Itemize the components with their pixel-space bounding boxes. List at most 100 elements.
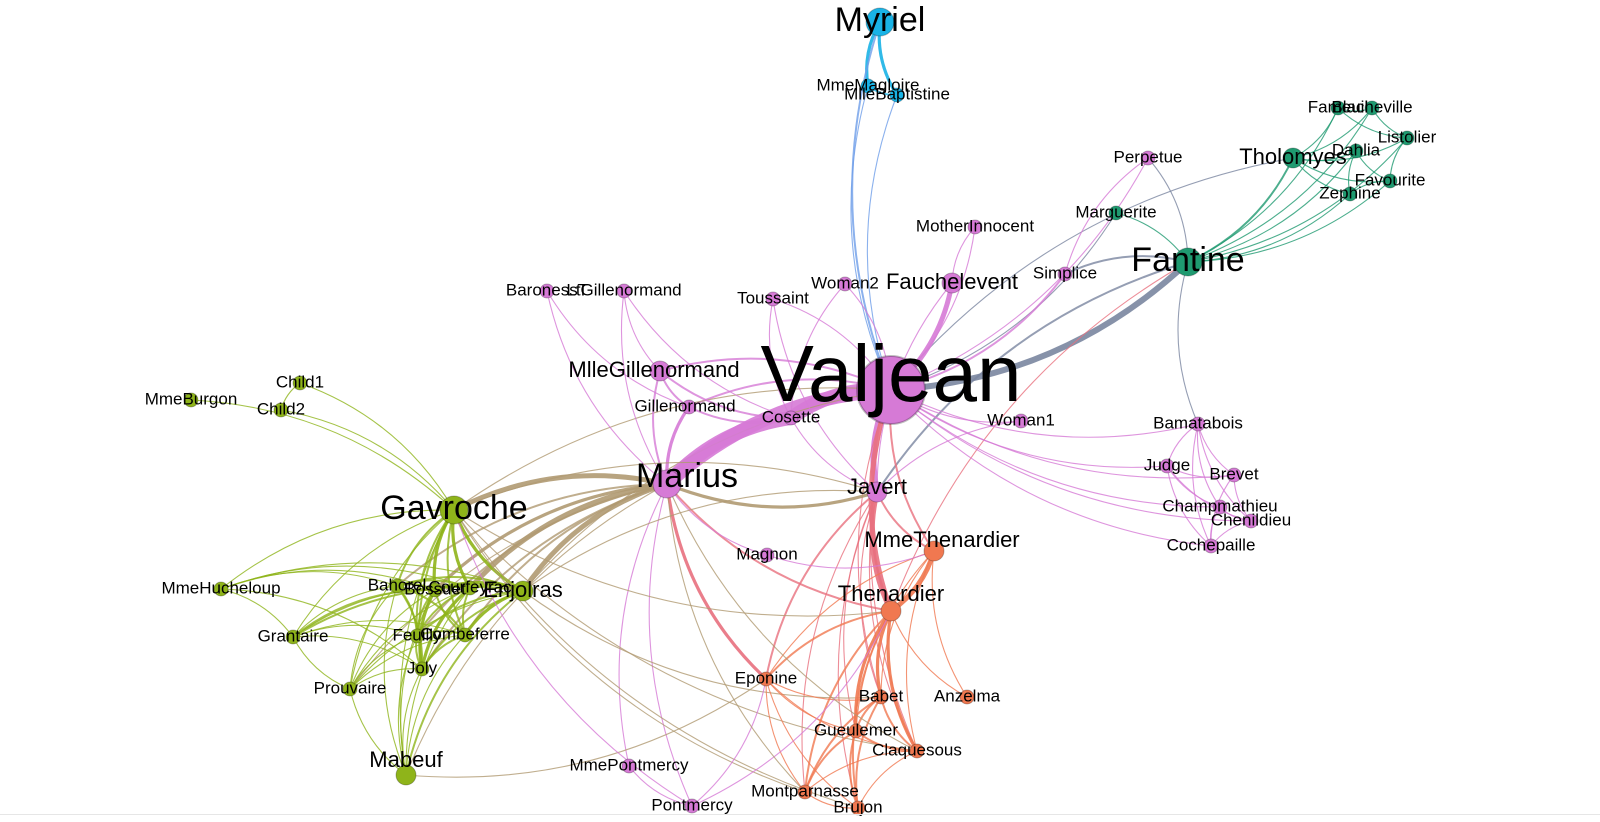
node-cochepaille[interactable]: [1203, 538, 1219, 554]
label-claquesous: Claquesous: [872, 740, 962, 759]
node-pontmercy[interactable]: [684, 798, 700, 814]
edge-javert-eponine: [765, 491, 878, 680]
edge-babet-montparnasse: [804, 696, 882, 793]
node-woman2[interactable]: [837, 276, 853, 292]
label-cochepaille: Cochepaille: [1167, 535, 1256, 554]
label-montparnasse: Montparnasse: [751, 781, 859, 800]
node-perpetue[interactable]: [1140, 150, 1156, 166]
node-child1[interactable]: [292, 375, 308, 391]
label-simplice: Simplice: [1033, 263, 1097, 282]
label-magnon: Magnon: [736, 544, 797, 563]
edge-gueulemer-brujon: [849, 730, 859, 809]
node-fauchelevent[interactable]: [941, 272, 963, 294]
edge-marius-joly: [421, 483, 668, 670]
label-bossuet: Bossuet: [404, 579, 466, 598]
node-marius[interactable]: [652, 469, 682, 499]
label-myriel: Myriel: [835, 1, 926, 39]
node-child2[interactable]: [273, 402, 289, 418]
node-judge[interactable]: [1159, 458, 1175, 474]
node-bossuet[interactable]: [427, 582, 443, 598]
node-brevet[interactable]: [1226, 467, 1242, 483]
edge-mlle-baptistine-valjean: [866, 94, 898, 391]
node-woman1[interactable]: [1013, 413, 1029, 429]
edge-valjean-bamatabois: [890, 389, 1199, 438]
node-combeferre[interactable]: [457, 627, 473, 643]
label-lt-gillenormand: LtGillenormand: [566, 280, 681, 299]
node-fantine[interactable]: [1173, 247, 1203, 277]
edge-thenardier-montparnasse: [804, 610, 892, 793]
node-eponine[interactable]: [758, 671, 774, 687]
node-marguerite[interactable]: [1108, 205, 1124, 221]
node-mabeuf[interactable]: [395, 764, 417, 786]
node-enjolras[interactable]: [512, 580, 534, 602]
node-simplice[interactable]: [1057, 266, 1073, 282]
node-baroness-t[interactable]: [539, 283, 555, 299]
node-cosette[interactable]: [783, 410, 799, 426]
label-tholomyes: Tholomyes: [1239, 144, 1347, 169]
node-valjean[interactable]: [856, 355, 926, 425]
node-brujon[interactable]: [850, 800, 866, 816]
edge-gavroche-mme-hucheloup: [220, 509, 455, 590]
edge-marius-claquesous: [666, 483, 918, 752]
edge-gavroche-mme-burgon: [190, 399, 455, 511]
node-anzelma[interactable]: [959, 689, 975, 705]
label-courfeyrac: Courfeyrac: [428, 577, 512, 596]
node-listolier[interactable]: [1399, 130, 1415, 146]
edge-courfeyrac-prouvaire: [349, 587, 471, 690]
node-toussaint[interactable]: [765, 291, 781, 307]
node-joly[interactable]: [414, 661, 430, 677]
node-grantaire[interactable]: [285, 629, 301, 645]
node-champmathieu[interactable]: [1212, 499, 1228, 515]
edge-combeferre-prouvaire: [349, 634, 466, 690]
node-mme-magloire[interactable]: [860, 78, 876, 94]
node-claquesous[interactable]: [909, 743, 925, 759]
edge-cosette-marius: [660, 411, 798, 491]
node-mlle-gillenormand[interactable]: [649, 360, 671, 382]
edge-woman1-javert: [876, 420, 1022, 493]
node-bamatabois[interactable]: [1190, 416, 1206, 432]
edge-claquesous-montparnasse: [804, 750, 918, 793]
node-javert[interactable]: [866, 481, 888, 503]
edge-gueulemer-montparnasse: [804, 730, 857, 793]
label-anzelma: Anzelma: [934, 686, 1001, 705]
label-child2: Child2: [257, 399, 305, 418]
node-courfeyrac[interactable]: [462, 580, 478, 596]
node-prouvaire[interactable]: [342, 681, 358, 697]
node-mme-burgon[interactable]: [183, 392, 199, 408]
node-gueulemer[interactable]: [848, 723, 864, 739]
node-gillenormand[interactable]: [681, 399, 697, 415]
edge-fantine-zephine: [1187, 193, 1351, 263]
node-feuilly[interactable]: [409, 628, 425, 644]
label-child1: Child1: [276, 372, 324, 391]
node-tholomyes[interactable]: [1282, 147, 1304, 169]
edge-bahorel-grantaire: [292, 585, 398, 638]
node-thenardier[interactable]: [880, 600, 902, 622]
node-gavroche[interactable]: [439, 495, 469, 525]
edge-feuilly-prouvaire: [349, 635, 418, 690]
node-bahorel[interactable]: [389, 578, 405, 594]
node-mother-innocent[interactable]: [967, 219, 983, 235]
node-chenildieu[interactable]: [1243, 513, 1259, 529]
label-perpetue: Perpetue: [1114, 147, 1183, 166]
node-mme-thenardier[interactable]: [923, 540, 945, 562]
node-blacheville[interactable]: [1364, 100, 1380, 116]
edge-marius-montparnasse: [666, 483, 806, 793]
node-magnon[interactable]: [759, 547, 775, 563]
edge-fantine-listolier: [1187, 137, 1408, 263]
node-mme-pontmercy[interactable]: [621, 758, 637, 774]
node-dahlia[interactable]: [1348, 143, 1364, 159]
edge-bossuet-prouvaire: [349, 589, 436, 690]
node-mme-hucheloup[interactable]: [213, 581, 229, 597]
node-favourite[interactable]: [1382, 173, 1398, 189]
label-gavroche: Gavroche: [380, 489, 527, 527]
node-lt-gillenormand[interactable]: [616, 283, 632, 299]
node-mlle-baptistine[interactable]: [889, 87, 905, 103]
node-myriel[interactable]: [865, 7, 895, 37]
node-babet[interactable]: [873, 689, 889, 705]
edge-bahorel-mabeuf: [383, 585, 407, 776]
node-montparnasse[interactable]: [797, 784, 813, 800]
edge-woman2-cosette: [790, 283, 846, 419]
node-fameuil[interactable]: [1330, 100, 1346, 116]
node-zephine[interactable]: [1342, 186, 1358, 202]
